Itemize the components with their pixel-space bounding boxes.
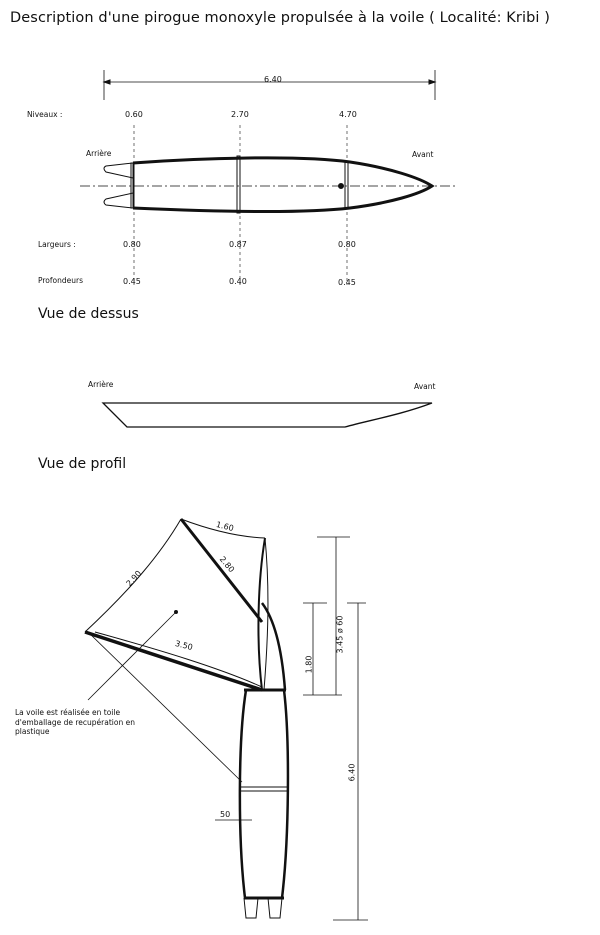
station-1-largeur: 0.80 [123,240,141,249]
station-2-largeur: 0.87 [229,240,247,249]
dim-hull-length: 6.40 [347,763,357,782]
sail-material-note: La voile est réalisée en toile d'emballa… [15,708,135,736]
profile-bow-label: Avant [414,382,436,391]
dim-mast-height: 1.80 [304,655,314,674]
dim-hull-thickness: 50 [220,810,231,819]
profile-view-heading: Vue de profil [38,456,127,472]
station-1-profondeur: 0.45 [123,277,141,286]
profile-view-drawing [101,402,433,428]
niveaux-label: Niveaux : [27,110,63,119]
top-view-heading: Vue de dessus [38,306,139,322]
station-3-largeur: 0.80 [338,240,356,249]
sail-view-drawing [84,518,368,921]
station-3-profondeur: 0.45 [338,278,356,287]
bow-label: Avant [412,150,434,159]
largeurs-label: Largeurs : [38,240,76,249]
station-1-niveau: 0.60 [125,110,143,119]
station-2-profondeur: 0.40 [229,277,247,286]
page-title: Description d'une pirogue monoxyle propu… [10,10,550,26]
stern-label: Arrière [86,149,112,158]
profile-stern-label: Arrière [88,380,114,389]
top-view-drawing [80,70,458,285]
profondeurs-label: Profondeurs [38,276,83,285]
dim-total-height: 3.45 ø 60 [335,615,345,654]
station-2-niveau: 2.70 [231,110,249,119]
overall-length-dim: 6.40 [264,75,282,84]
station-3-niveau: 4.70 [339,110,357,119]
